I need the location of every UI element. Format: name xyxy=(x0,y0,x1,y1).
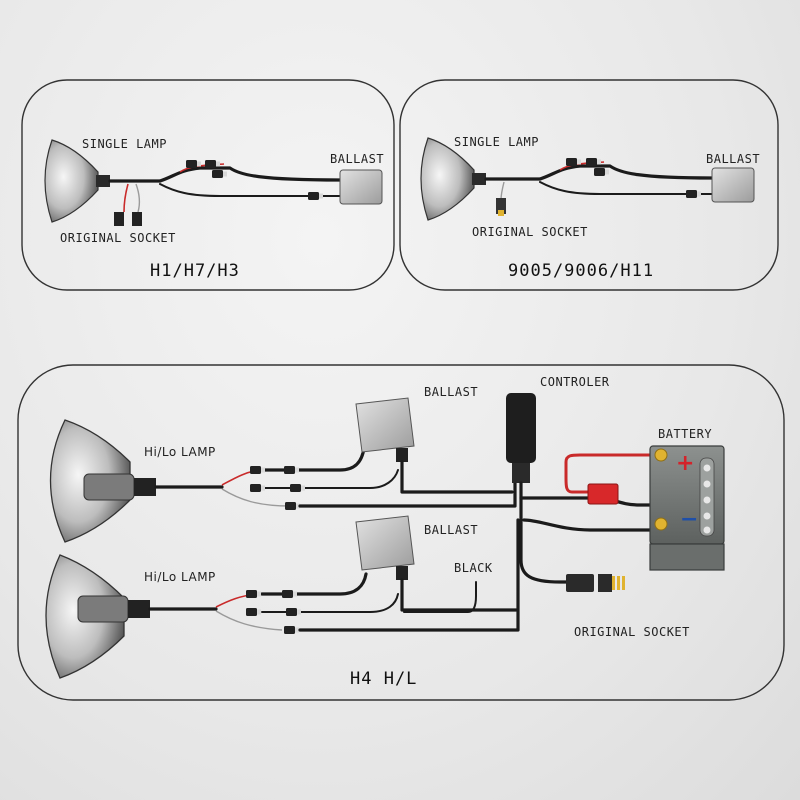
h4-top-white-lead xyxy=(221,488,291,507)
h4-top-controller-cable xyxy=(298,478,517,508)
h4-top-connector-4 xyxy=(290,484,305,492)
hilo-lamp-top xyxy=(49,419,156,543)
h4-bottom-connector-2 xyxy=(282,590,297,598)
h4-controller-battery-cable xyxy=(519,496,654,507)
h9005-connector-4 xyxy=(686,190,701,198)
hilo-lamp-bottom xyxy=(45,554,150,679)
h9005-ballast-cable xyxy=(539,181,713,195)
h9005-white-lead xyxy=(500,181,505,201)
h4-original-socket xyxy=(566,574,625,592)
h4-top-ballast-cable xyxy=(260,446,366,472)
h9005-connector-3 xyxy=(594,168,609,176)
battery-positive-terminal xyxy=(654,448,668,462)
h4-bottom-connector-3 xyxy=(246,608,261,616)
h9005-ballast-box xyxy=(711,167,755,203)
panel-h4-hl: + − BALLAST BALLAST CONTROLER BATTERY Hi… xyxy=(17,364,785,701)
h4-battery-positive-wire xyxy=(564,453,652,494)
panel-9005-9006-h11: SINGLE LAMP BALLAST ORIGINAL SOCKET 9005… xyxy=(399,79,779,291)
h4-ballast-bottom-label: BALLAST xyxy=(424,523,478,537)
h4-original-socket-label: ORIGINAL SOCKET xyxy=(574,625,690,639)
h9005-panel-title: 9005/9006/H11 xyxy=(508,261,654,281)
h4-bottom-connector-1 xyxy=(246,590,261,598)
h4-battery-label: BATTERY xyxy=(658,427,712,441)
single-lamp-9005 xyxy=(420,137,486,221)
panel-h4-frame xyxy=(17,364,785,701)
h4-controller-socket-cable xyxy=(519,481,570,584)
h4-top-ballast-controller-cable xyxy=(400,460,514,494)
h9005-original-socket xyxy=(496,198,506,216)
h9005-power-cable xyxy=(538,164,714,181)
h1-single-lamp-label: SINGLE LAMP xyxy=(82,137,167,151)
h4-bottom-ballast-cable xyxy=(260,572,368,596)
h4-hilo-lamp-bottom-label: Hi/Lo LAMP xyxy=(144,570,216,584)
h1-original-socket-label: ORIGINAL SOCKET xyxy=(60,231,176,245)
h1-white-lead xyxy=(135,183,141,213)
h4-bottom-ballast-controller-cable xyxy=(400,578,518,612)
h4-bottom-ballast-cable-2 xyxy=(261,593,399,613)
h9005-original-socket-label: ORIGINAL SOCKET xyxy=(472,225,588,239)
h1-ballast-box xyxy=(339,169,383,205)
h4-controller-ground-cable xyxy=(522,518,654,532)
h4-top-connector-3 xyxy=(250,484,265,492)
h4-top-connector-5 xyxy=(285,502,300,510)
panel-9005-frame xyxy=(399,79,779,291)
h4-black-label: BLACK xyxy=(454,561,493,575)
battery-negative-terminal xyxy=(654,517,668,531)
h4-top-ballast-cable-2 xyxy=(261,469,399,489)
battery-minus-sign: − xyxy=(680,507,698,532)
panel-h1-frame xyxy=(21,79,395,291)
h4-battery xyxy=(649,445,725,571)
h4-bottom-white-lead xyxy=(215,610,283,631)
panel-h1-h7-h3: SINGLE LAMP BALLAST ORIGINAL SOCKET H1/H… xyxy=(21,79,395,291)
h4-ballast-top xyxy=(355,397,415,462)
h4-controler-label: CONTROLER xyxy=(540,375,610,389)
h4-bottom-connector-4 xyxy=(286,608,301,616)
h4-hilo-lamp-top-label: Hi/Lo LAMP xyxy=(144,445,216,459)
h4-bottom-connector-5 xyxy=(284,626,299,634)
single-lamp-h1 xyxy=(44,139,110,223)
h4-ballast-bottom xyxy=(355,515,415,580)
h1-red-lead xyxy=(123,183,129,213)
h1-ballast-label: BALLAST xyxy=(330,152,384,166)
h9005-ballast-label: BALLAST xyxy=(706,152,760,166)
h4-ballast-top-label: BALLAST xyxy=(424,385,478,399)
battery-plus-sign: + xyxy=(676,451,694,476)
h1-connector-3 xyxy=(212,170,227,178)
h9005-single-lamp-label: SINGLE LAMP xyxy=(454,135,539,149)
h4-panel-title: H4 H/L xyxy=(350,669,417,689)
h4-bottom-controller-cable xyxy=(298,518,520,632)
h1-connector-4 xyxy=(308,192,323,200)
h4-controller xyxy=(506,393,536,483)
h4-top-connector-1 xyxy=(250,466,265,474)
h1-original-socket xyxy=(114,212,142,226)
h4-top-connector-2 xyxy=(284,466,299,474)
h1-ballast-cable xyxy=(159,183,343,197)
h1-panel-title: H1/H7/H3 xyxy=(150,261,240,281)
h1-power-cable xyxy=(158,166,342,183)
h4-black-wire xyxy=(403,581,477,613)
h4-fuse xyxy=(587,483,619,505)
